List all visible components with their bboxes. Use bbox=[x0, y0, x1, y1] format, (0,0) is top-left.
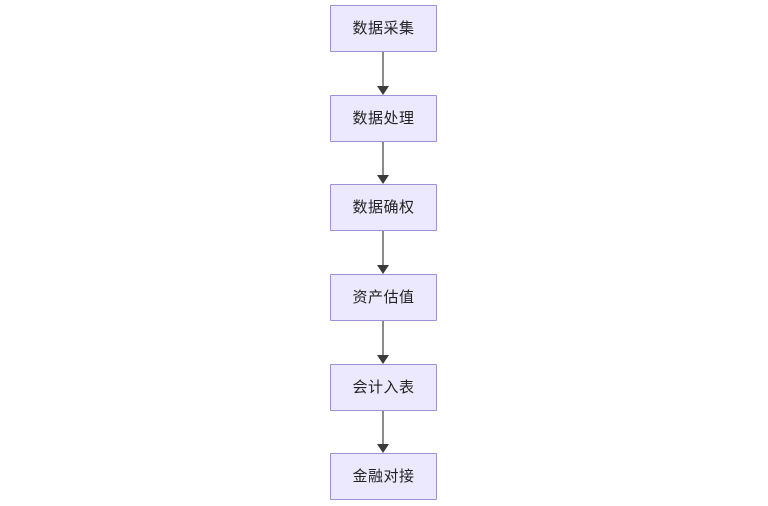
connector-line bbox=[382, 52, 384, 86]
flow-connector-3 bbox=[377, 321, 389, 364]
flow-node-data-collection[interactable]: 数据采集 bbox=[330, 5, 437, 52]
flow-node-financial-integration[interactable]: 金融对接 bbox=[330, 453, 437, 500]
connector-line bbox=[382, 142, 384, 175]
connector-line bbox=[382, 231, 384, 265]
flow-connector-2 bbox=[377, 231, 389, 274]
flow-node-label: 数据采集 bbox=[352, 19, 415, 37]
flow-connector-4 bbox=[377, 411, 389, 453]
flow-node-data-processing[interactable]: 数据处理 bbox=[330, 95, 437, 142]
flow-node-asset-valuation[interactable]: 资产估值 bbox=[330, 274, 437, 321]
flow-node-label: 资产估值 bbox=[352, 288, 415, 306]
flow-connector-0 bbox=[377, 52, 389, 95]
down-arrow-icon bbox=[377, 444, 389, 453]
flow-connector-1 bbox=[377, 142, 389, 184]
flow-node-accounting-entry[interactable]: 会计入表 bbox=[330, 364, 437, 411]
down-arrow-icon bbox=[377, 86, 389, 95]
flow-node-label: 金融对接 bbox=[352, 467, 415, 485]
down-arrow-icon bbox=[377, 175, 389, 184]
connector-line bbox=[382, 411, 384, 444]
down-arrow-icon bbox=[377, 265, 389, 274]
flow-node-label: 数据确权 bbox=[352, 198, 415, 216]
flow-node-label: 数据处理 bbox=[352, 109, 415, 127]
connector-line bbox=[382, 321, 384, 355]
down-arrow-icon bbox=[377, 355, 389, 364]
flow-node-data-rights-confirmation[interactable]: 数据确权 bbox=[330, 184, 437, 231]
flow-node-label: 会计入表 bbox=[352, 378, 415, 396]
